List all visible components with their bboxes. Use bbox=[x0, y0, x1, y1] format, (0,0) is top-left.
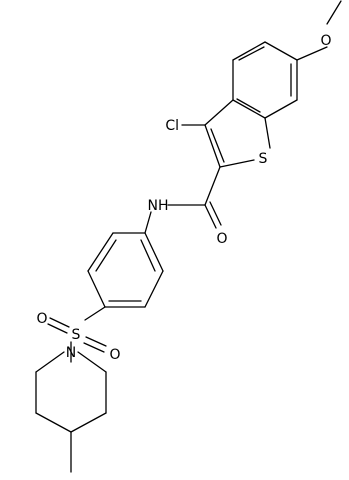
bond-n-phenyl bbox=[144, 211, 152, 234]
atom-sulfonyl-sulfur: S bbox=[72, 327, 81, 343]
bond-carbonyl-o-b bbox=[209, 201, 222, 226]
bond-pip-c6-n bbox=[77, 351, 107, 373]
bond-thio-c3-c2-inner bbox=[210, 128, 225, 163]
bond-ph-3 bbox=[87, 270, 106, 308]
bond-pip-c4-c5 bbox=[70, 412, 107, 433]
atom-sulfonyl-oxygen-left: O bbox=[36, 311, 47, 327]
bond-pip-c3-c4 bbox=[35, 412, 72, 433]
bond-ph-inner-3 bbox=[140, 239, 156, 272]
atom-oxygen-methoxy: O bbox=[320, 33, 331, 49]
bond-thio-s-c7a bbox=[264, 117, 271, 149]
atom-piperidine-nitrogen: N bbox=[66, 345, 76, 361]
bond-benz-6 bbox=[264, 41, 298, 61]
bond-benz-inner-2 bbox=[236, 98, 261, 113]
bond-benz-3 bbox=[232, 99, 266, 119]
bond-thio-c3a-c3 bbox=[204, 99, 234, 126]
bond-thio-c2-s bbox=[219, 159, 255, 168]
bond-phenyl-s bbox=[84, 306, 106, 321]
bond-c2-carbonyl bbox=[204, 166, 221, 206]
bond-thio-c3-c2 bbox=[204, 124, 221, 168]
bond-ph-5 bbox=[144, 270, 164, 308]
bond-benz-5 bbox=[232, 41, 266, 61]
bond-s-o-left-a bbox=[49, 317, 70, 328]
atom-sulfonyl-oxygen-right: O bbox=[109, 347, 120, 363]
bond-s-o-right-b bbox=[83, 342, 105, 353]
bond-s-o-left-b bbox=[47, 323, 68, 334]
atom-amide-oxygen: O bbox=[216, 231, 227, 247]
atom-sulfur-thiophene: S bbox=[259, 151, 268, 167]
bond-s-o-right-a bbox=[85, 336, 107, 347]
bond-benz-2 bbox=[264, 99, 298, 119]
bond-ph-6 bbox=[144, 232, 164, 272]
bond-carbonyl-o-a bbox=[204, 204, 217, 229]
bond-pip-n-c2 bbox=[35, 351, 65, 373]
bond-ph-inner-1 bbox=[95, 239, 117, 272]
bond-benz-inner-3 bbox=[238, 46, 265, 61]
bond-ph-2 bbox=[87, 232, 114, 272]
atom-amide-nh: NH bbox=[148, 198, 169, 214]
bond-methyl-o bbox=[326, 0, 342, 25]
bond-o-aromatic bbox=[296, 46, 328, 61]
atom-chlorine: Cl bbox=[165, 118, 179, 134]
